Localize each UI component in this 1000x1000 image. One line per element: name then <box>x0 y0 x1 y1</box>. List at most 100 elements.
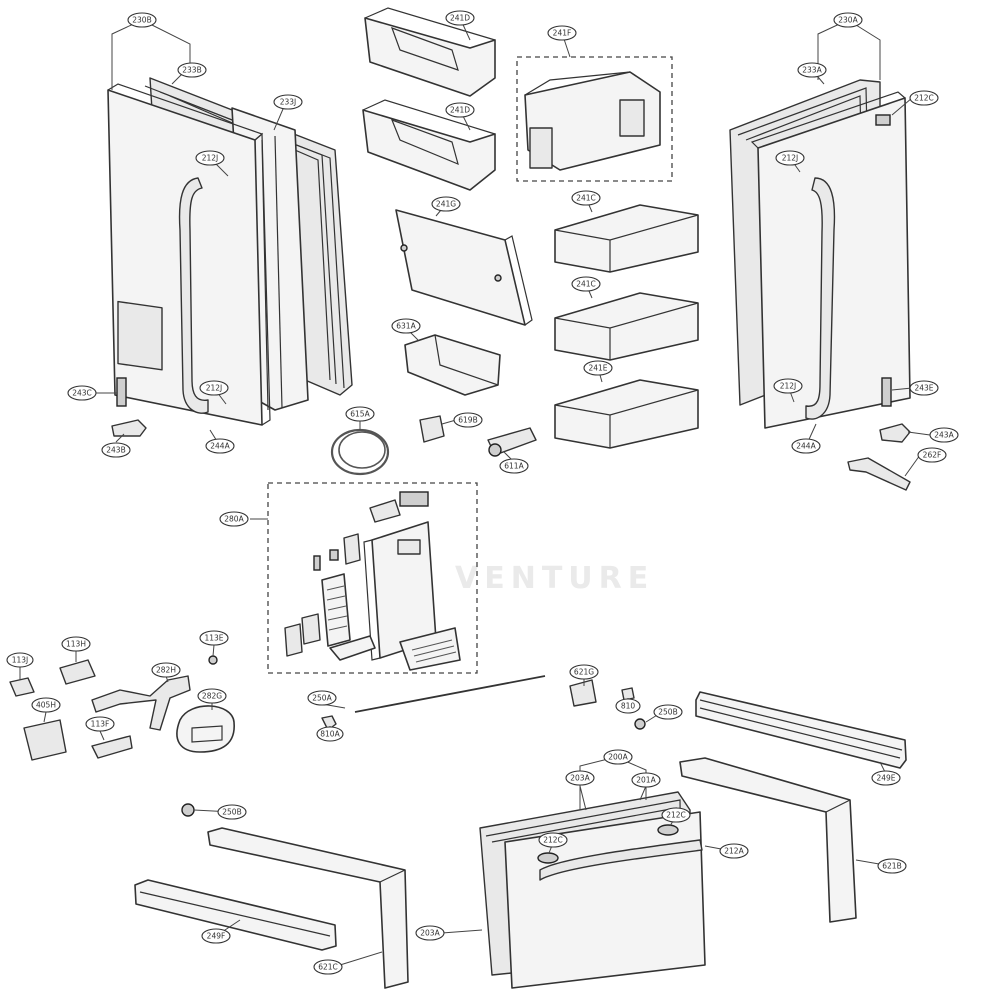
clip-810A <box>321 715 337 731</box>
svg-text:241F: 241F <box>553 29 572 38</box>
svg-text:282G: 282G <box>202 692 222 701</box>
svg-text:243A: 243A <box>934 431 954 440</box>
svg-text:241G: 241G <box>436 200 456 209</box>
svg-text:810: 810 <box>621 702 636 711</box>
callout-244A-left: 244A <box>205 438 235 454</box>
callout-113E: 113E <box>199 630 229 646</box>
bin-241F-group-box <box>516 56 673 182</box>
callout-621G: 621G <box>569 664 599 680</box>
svg-text:241C: 241C <box>576 280 596 289</box>
svg-text:113H: 113H <box>66 640 86 649</box>
callout-230A: 230A <box>833 12 863 28</box>
svg-text:611A: 611A <box>504 462 524 471</box>
part-212C-bottom-right <box>657 824 679 836</box>
svg-text:810A: 810A <box>320 730 340 739</box>
callout-113F: 113F <box>85 716 115 732</box>
dispenser-lever-bracket <box>369 499 401 523</box>
fitting-250B-lower <box>181 803 195 817</box>
svg-text:230A: 230A <box>838 16 858 25</box>
callout-233A: 233A <box>797 62 827 78</box>
dispenser-paddle <box>329 635 376 661</box>
svg-text:621G: 621G <box>574 668 594 677</box>
part-243E <box>881 377 892 407</box>
svg-text:212J: 212J <box>202 154 219 163</box>
callout-243C: 243C <box>67 385 97 401</box>
svg-text:249F: 249F <box>207 932 226 941</box>
svg-text:243E: 243E <box>914 384 933 393</box>
bin-241E <box>554 379 699 449</box>
dispenser-control-panel <box>321 573 351 647</box>
svg-text:250B: 250B <box>222 808 241 817</box>
tubing-and-clips <box>321 675 646 731</box>
left-door-assembly <box>107 77 353 437</box>
svg-text:212J: 212J <box>780 382 797 391</box>
svg-text:405H: 405H <box>36 701 56 710</box>
callout-282G: 282G <box>197 688 227 704</box>
right-door-handle <box>805 177 836 420</box>
small-parts-left <box>9 655 235 761</box>
right-door-outer-panel <box>757 97 911 429</box>
callout-241F: 241F <box>547 25 577 41</box>
dispenser-group-box <box>267 482 478 674</box>
callout-200A: 200A <box>603 749 633 765</box>
callout-405H: 405H <box>31 697 61 713</box>
callout-bubbles: 230B 233B 233J 212J 212J 243C 243B 244A … <box>6 10 959 975</box>
dispenser-assembly-280A <box>267 482 478 674</box>
freezer-drawer-assembly <box>479 791 706 989</box>
callout-250B-lower: 250B <box>217 804 247 820</box>
bin-241D-second <box>362 109 496 191</box>
tool-262F <box>847 457 911 491</box>
svg-text:621B: 621B <box>882 862 901 871</box>
callout-212J-left-lower: 212J <box>199 380 229 396</box>
callout-282H: 282H <box>151 662 181 678</box>
part-212C-right <box>875 114 891 126</box>
fitting-250B-upper <box>634 718 646 730</box>
dispenser-small-part-d <box>329 549 339 561</box>
svg-text:262F: 262F <box>923 451 942 460</box>
callout-249F: 249F <box>201 928 231 944</box>
part-113J <box>9 677 35 697</box>
part-243B <box>111 419 147 437</box>
drawer-handle-212A <box>539 839 703 881</box>
svg-text:241E: 241E <box>588 364 607 373</box>
callout-203A-bottom: 203A <box>415 925 445 941</box>
callout-621B: 621B <box>877 858 907 874</box>
callout-611A: 611A <box>499 458 529 474</box>
svg-text:615A: 615A <box>350 410 370 419</box>
callout-241D-second: 241D <box>445 102 475 118</box>
callout-212A: 212A <box>719 843 749 859</box>
part-243A <box>879 423 911 443</box>
callout-250B-upper: 250B <box>653 704 683 720</box>
callout-241C-lower: 241C <box>571 276 601 292</box>
svg-text:241D: 241D <box>450 14 470 23</box>
svg-text:244A: 244A <box>210 442 230 451</box>
svg-text:203A: 203A <box>570 774 590 783</box>
callout-262F: 262F <box>917 447 947 463</box>
part-113E <box>208 655 218 665</box>
motor-405H <box>23 719 67 761</box>
bin-241C-lower <box>554 292 699 361</box>
callout-113J: 113J <box>6 652 34 668</box>
svg-text:212C: 212C <box>914 94 934 103</box>
right-door-assembly <box>729 79 911 491</box>
svg-text:241D: 241D <box>450 106 470 115</box>
svg-text:244A: 244A <box>796 442 816 451</box>
callout-243E: 243E <box>909 380 939 396</box>
svg-text:113E: 113E <box>204 634 223 643</box>
callout-244A-right: 244A <box>791 438 821 454</box>
svg-text:113J: 113J <box>12 656 29 665</box>
callout-233J: 233J <box>273 94 303 110</box>
bracket-282H <box>91 675 191 731</box>
callout-631A: 631A <box>391 318 421 334</box>
callout-621C: 621C <box>313 959 343 975</box>
svg-text:230B: 230B <box>132 16 151 25</box>
callout-615A: 615A <box>345 406 375 422</box>
callout-113H: 113H <box>61 636 91 652</box>
svg-text:212J: 212J <box>206 384 223 393</box>
callout-233B: 233B <box>177 62 207 78</box>
callout-212C-right: 212C <box>909 90 939 106</box>
cover-282G <box>176 705 235 753</box>
svg-text:243B: 243B <box>106 446 125 455</box>
tube-250A <box>354 675 546 713</box>
